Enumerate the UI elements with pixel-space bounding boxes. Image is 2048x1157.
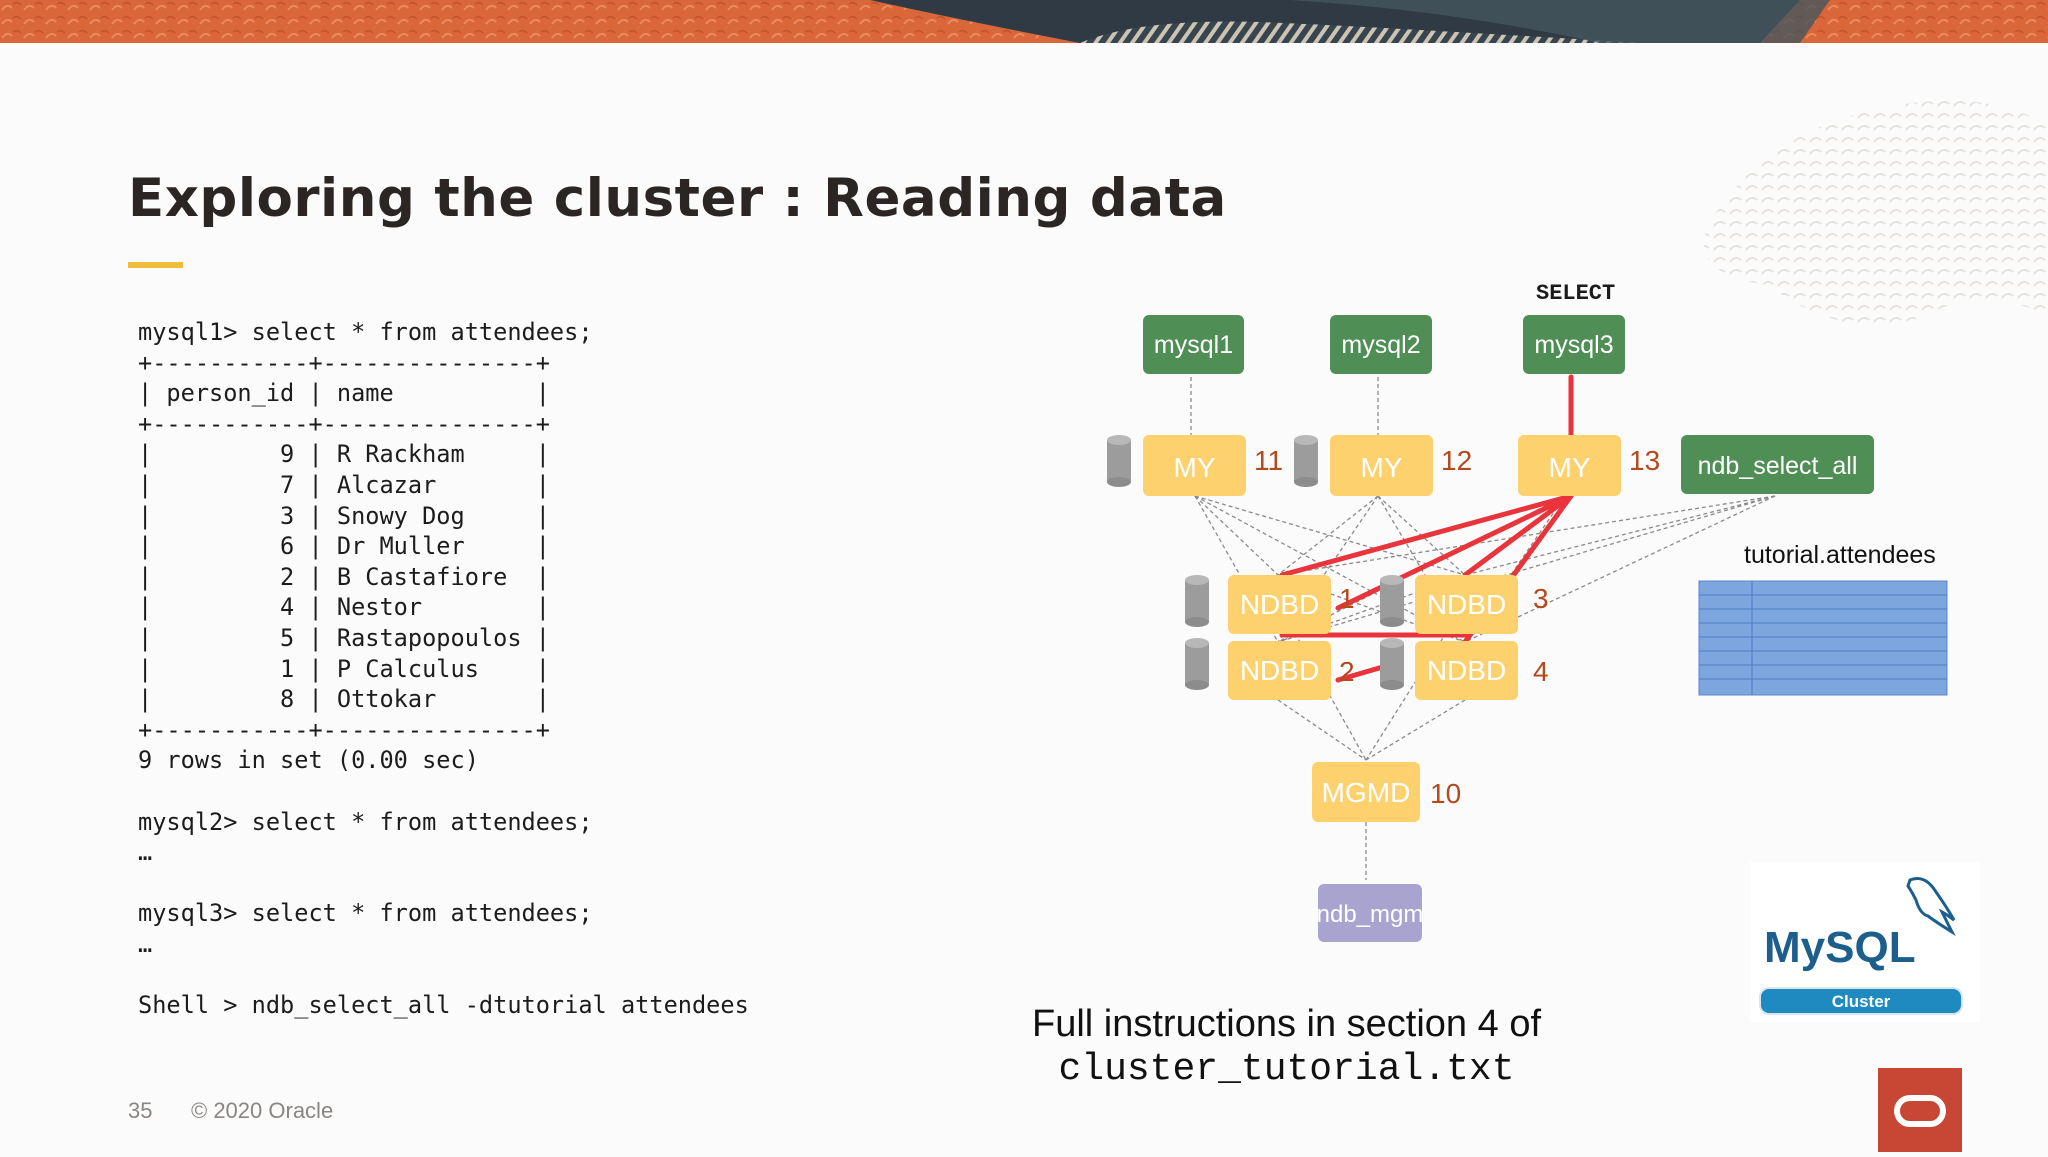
console-line: mysql2> select * from attendees; (138, 807, 593, 836)
console-line: +-----------+---------------+ (138, 715, 550, 744)
console-line: | 8 | Ottokar | (138, 685, 550, 714)
ndbd-node-label: NDBD (1427, 655, 1506, 686)
mysql1-client-label: mysql1 (1154, 331, 1233, 359)
mysql1-client-node[interactable]: mysql1 (1143, 315, 1244, 374)
console-line: | 2 | B Castafiore | (138, 562, 550, 591)
dolphin-icon (1906, 877, 1956, 937)
console-line: +-----------+---------------+ (138, 409, 550, 438)
disk-icon (1380, 575, 1404, 627)
console-line: +-----------+---------------+ (138, 348, 550, 377)
ndbd-node-label: NDBD (1240, 589, 1319, 620)
console-line: | 1 | P Calculus | (138, 654, 550, 683)
console-line: | 4 | Nestor | (138, 593, 550, 622)
title-accent-bar (128, 262, 183, 268)
my-node-12[interactable]: MY 12 (1330, 435, 1472, 496)
ndbd-node-id: 2 (1339, 656, 1355, 687)
console-line: Shell > ndb_select_all -dtutorial attend… (138, 991, 749, 1020)
console-line: | 3 | Snowy Dog | (138, 501, 550, 530)
oracle-icon (1894, 1095, 1946, 1127)
header-banner (0, 0, 2048, 43)
ndbd-node-3[interactable]: NDBD 3 (1415, 575, 1549, 634)
console-line: | 6 | Dr Muller | (138, 532, 550, 561)
mysql2-client-node[interactable]: mysql2 (1330, 315, 1432, 374)
mgmd-node-label: MGMD (1322, 777, 1411, 808)
cluster-badge: Cluster (1832, 992, 1891, 1011)
console-line: 9 rows in set (0.00 sec) (138, 746, 479, 775)
mysql2-client-label: mysql2 (1341, 331, 1420, 359)
ndbd-node-id: 3 (1533, 583, 1549, 614)
copyright: © 2020 Oracle (191, 1098, 334, 1123)
instructions-note: Full instructions in section 4 of cluste… (1032, 1003, 1541, 1091)
my-node-label: MY (1361, 452, 1403, 483)
ndbd-node-id: 1 (1339, 583, 1355, 614)
disk-icon (1294, 435, 1318, 487)
console-line: | 7 | Alcazar | (138, 470, 550, 499)
console-line: … (138, 929, 153, 958)
mysql3-client-node[interactable]: mysql3 (1523, 315, 1625, 374)
disk-icon (1185, 638, 1209, 690)
ndbd-node-id: 4 (1533, 656, 1549, 687)
ndb-mgm-label: ndb_mgm (1317, 901, 1424, 928)
ndb-mgm-client-node[interactable]: ndb_mgm (1317, 884, 1424, 942)
mgmd-node[interactable]: MGMD 10 (1312, 762, 1461, 822)
oracle-logo (1878, 1068, 1962, 1152)
instructions-line-1: Full instructions in section 4 of (1032, 1003, 1542, 1045)
console-line: | 9 | R Rackham | (138, 440, 550, 469)
background-texture (1704, 100, 2048, 325)
console-line: | 5 | Rastapopoulos | (138, 623, 550, 652)
console-output: mysql1> select * from attendees;+-------… (138, 317, 749, 1021)
my-node-id: 13 (1629, 445, 1660, 476)
ndbd-node-1[interactable]: NDBD 1 (1228, 575, 1355, 634)
ndb-select-all-client-node[interactable]: ndb_select_all (1681, 435, 1874, 494)
table-label: tutorial.attendees (1744, 541, 1936, 569)
ndbd-node-label: NDBD (1240, 655, 1319, 686)
disk-icon (1185, 575, 1209, 627)
ndbd-node-2[interactable]: NDBD 2 (1228, 641, 1355, 700)
console-line: … (138, 838, 153, 867)
my-node-id: 12 (1441, 445, 1472, 476)
active-read-paths (1279, 374, 1574, 683)
slide-title: Exploring the cluster : Reading data (128, 168, 1227, 229)
disk-icon (1107, 435, 1131, 487)
select-label: SELECT (1536, 281, 1615, 306)
console-line: | person_id | name | (138, 379, 550, 408)
mgmd-node-id: 10 (1430, 778, 1461, 809)
my-node-label: MY (1174, 452, 1216, 483)
instructions-filename: cluster_tutorial.txt (1058, 1048, 1515, 1091)
mysql3-client-label: mysql3 (1534, 331, 1613, 359)
ndb-select-all-label: ndb_select_all (1698, 452, 1858, 480)
mysql-wordmark: MySQL (1764, 923, 1916, 972)
table-icon (1698, 580, 1948, 696)
my-node-11[interactable]: MY 11 (1143, 435, 1283, 496)
ndbd-node-label: NDBD (1427, 589, 1506, 620)
mysql-cluster-logo: MySQL Cluster (1750, 862, 1980, 1022)
console-line: mysql3> select * from attendees; (138, 899, 593, 928)
console-line: mysql1> select * from attendees; (138, 318, 593, 346)
disk-icon (1380, 638, 1404, 690)
my-node-label: MY (1549, 452, 1591, 483)
my-node-id: 11 (1254, 445, 1283, 476)
page-number: 35 (128, 1098, 153, 1123)
my-node-13[interactable]: MY 13 (1518, 435, 1660, 496)
ndbd-node-4[interactable]: NDBD 4 (1415, 641, 1549, 700)
